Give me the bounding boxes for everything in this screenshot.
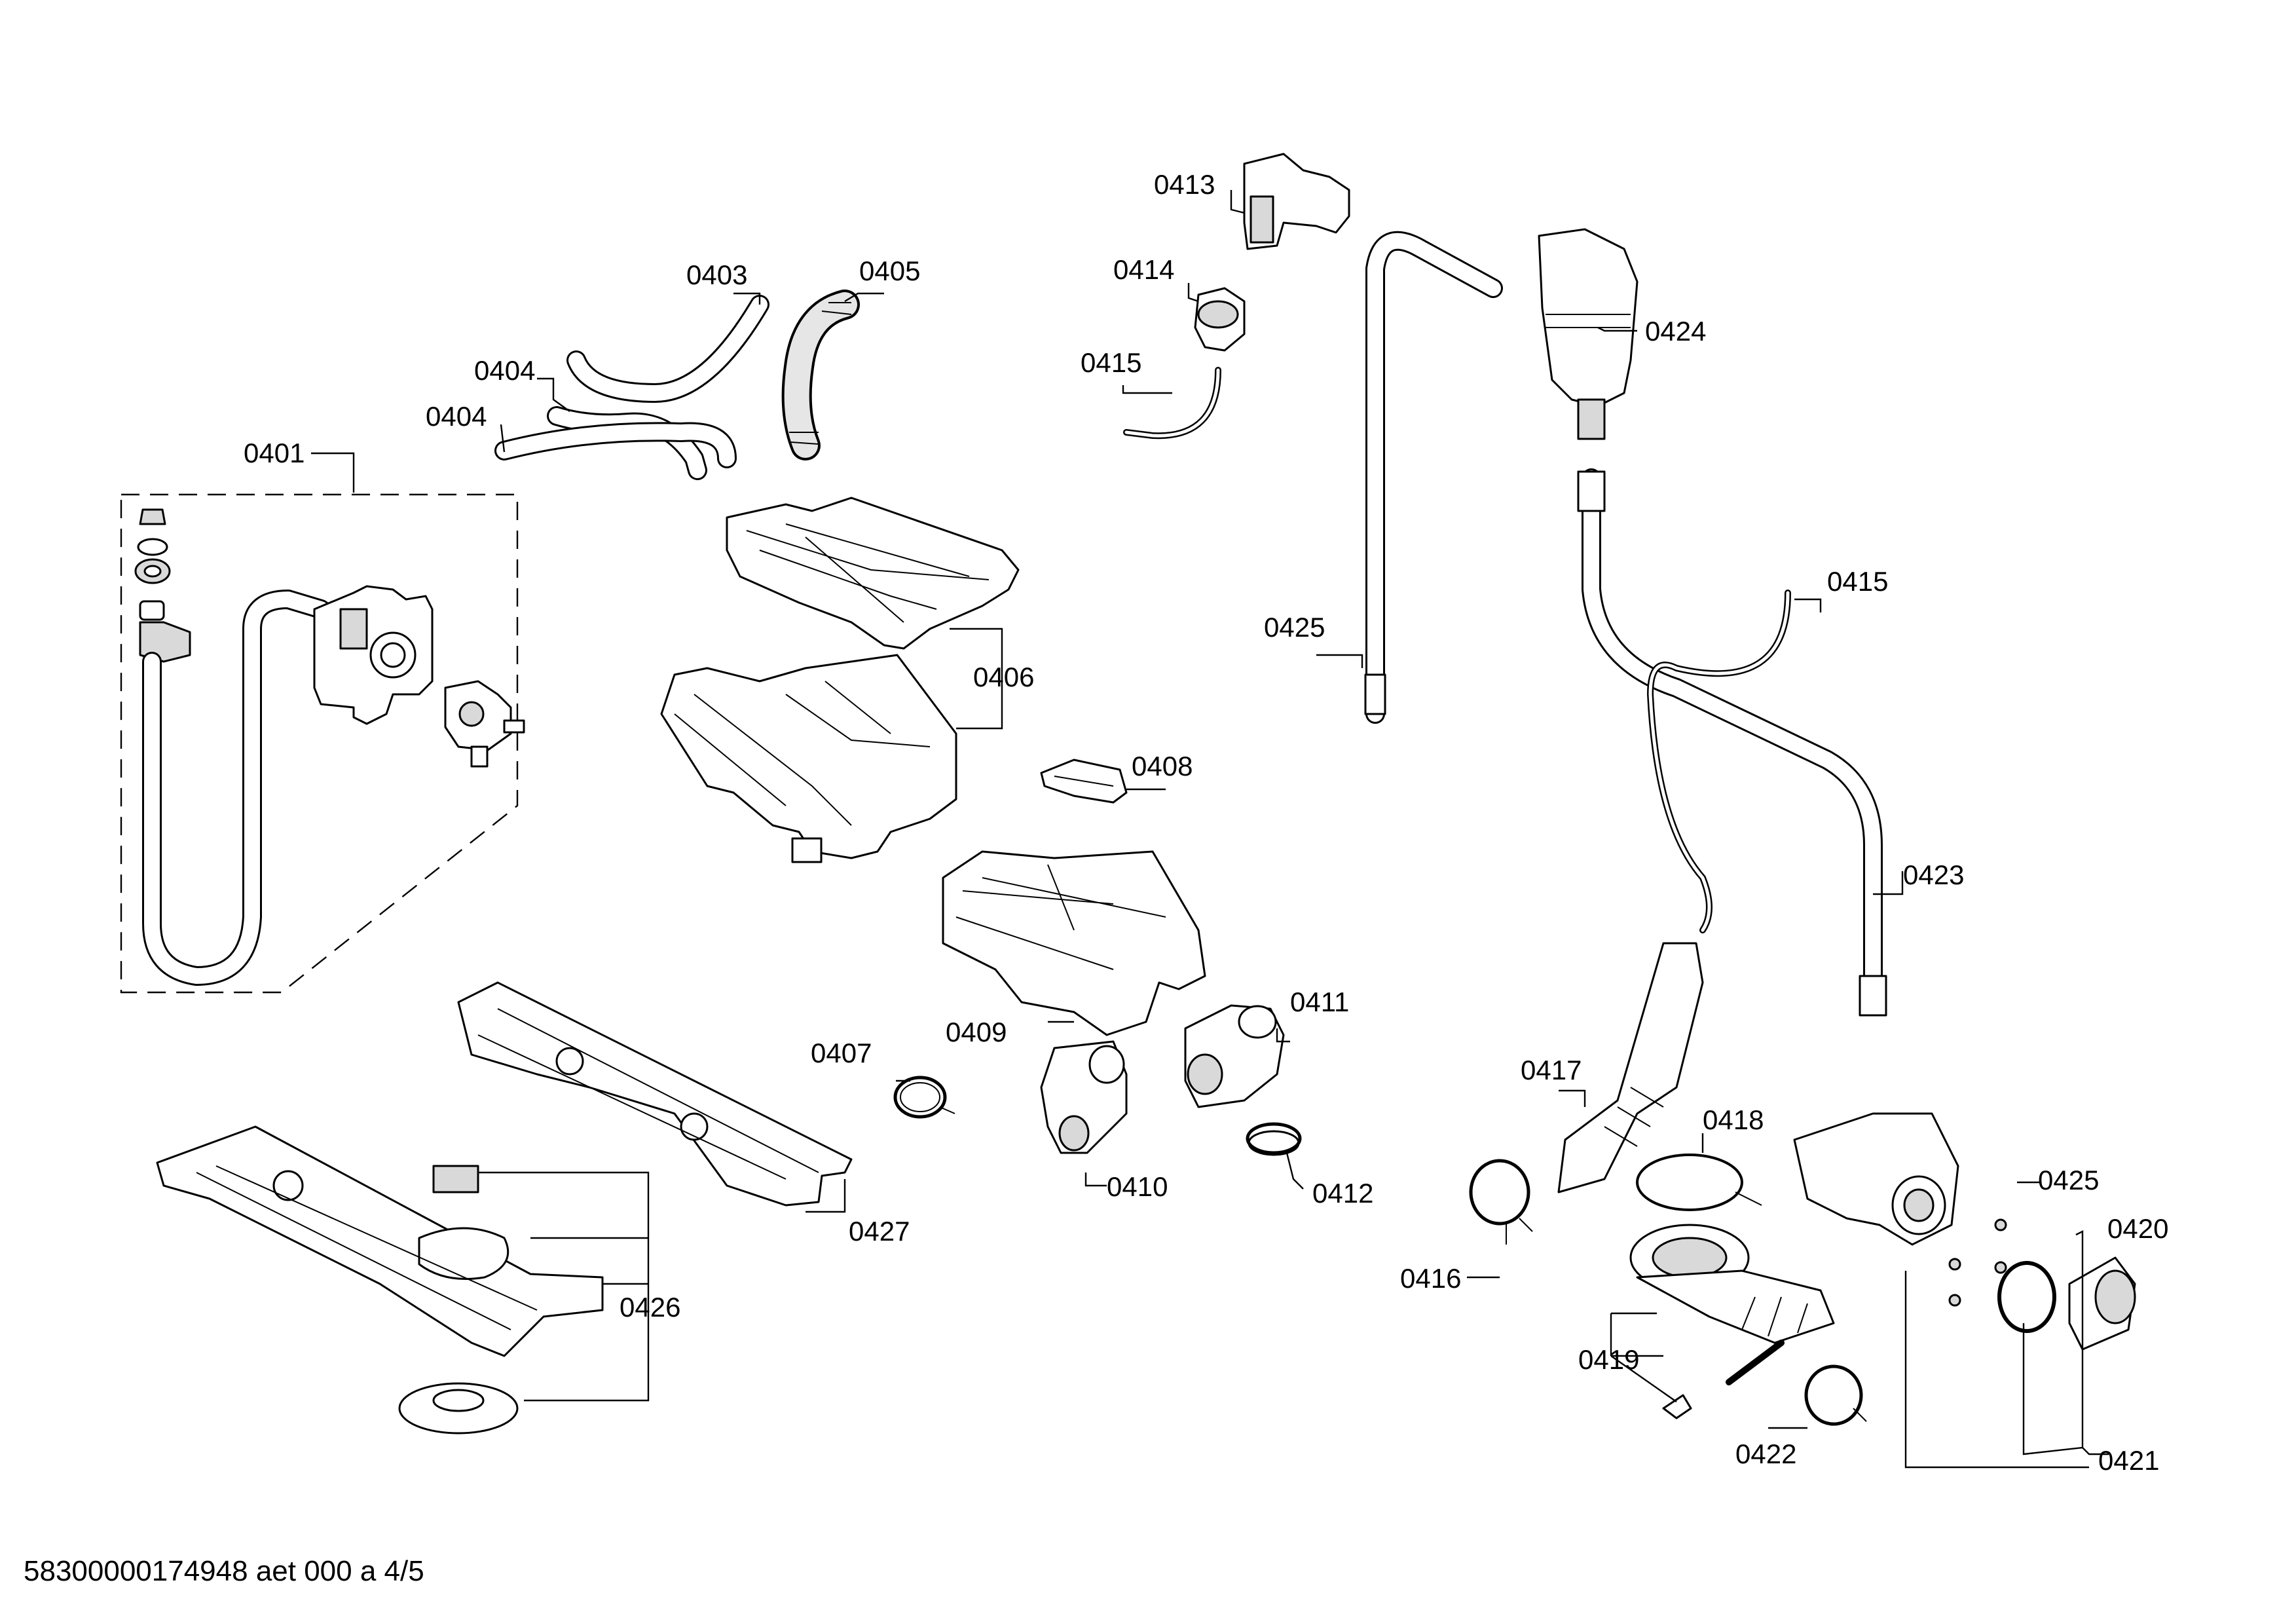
part-0416-clamp [1469,1159,1533,1245]
label-0420: 0420 [2107,1213,2168,1244]
part-0404-hose-lower [494,422,737,468]
part-0406-dispenser-housing [660,497,1020,863]
part-0410-bellows [1040,1040,1128,1154]
label-0425: 0425 [2038,1165,2099,1195]
part-0425-drain-hose [1364,231,1503,724]
label-0414: 0414 [1113,254,1174,285]
part-0420-0421-pump [1793,1112,2136,1351]
part-0424-pump-housing [1538,228,1639,440]
part-0414-air-trap [1194,287,1246,352]
part-0409-dispenser-drawer [942,850,1206,1036]
label-0422: 0422 [1735,1438,1796,1469]
label-0403: 0403 [686,259,747,290]
label-0425: 0425 [1264,612,1325,643]
part-0407-clamp [893,1076,955,1119]
part-0405-hose [781,290,860,460]
part-0401-inlet-hose-valve [120,493,525,994]
part-0411-elbow [1184,1004,1285,1108]
part-0418-seal-ring [1636,1154,1762,1211]
part-0403-hose [566,295,769,403]
part-0415-tube-lower [1646,590,1791,933]
part-0417-drain-bellows [1557,942,1704,1193]
label-0419: 0419 [1578,1344,1639,1375]
label-0421: 0421 [2098,1445,2159,1476]
label-0415: 0415 [1081,347,1141,378]
label-0424: 0424 [1645,316,1706,347]
part-0408-siphon-cap [1040,759,1128,804]
label-0409: 0409 [946,1017,1007,1047]
part-0413-pressure-switch [1243,153,1350,250]
part-0404-hose-upper [547,406,707,480]
label-0416: 0416 [1400,1263,1461,1294]
part-0423-sump-hose [1577,468,1887,1017]
label-0418: 0418 [1703,1104,1764,1135]
label-0427: 0427 [849,1216,910,1247]
part-0419-sump [1629,1224,1835,1419]
label-0404: 0404 [426,401,487,432]
label-0412: 0412 [1312,1178,1373,1209]
label-0411: 0411 [1290,986,1349,1017]
label-0423: 0423 [1903,859,1964,890]
label-0410: 0410 [1107,1171,1168,1202]
label-0417: 0417 [1521,1055,1582,1085]
label-0404: 0404 [474,355,535,386]
part-0412-clamp [1246,1122,1302,1156]
label-0426: 0426 [620,1292,680,1323]
label-0405: 0405 [859,255,920,286]
part-0422-clamp [1804,1364,1867,1426]
leader-lines [311,190,2109,1469]
part-0427-bracket [457,981,853,1207]
part-0415-tube-upper [1123,367,1221,440]
label-0407: 0407 [811,1038,872,1068]
label-0415: 0415 [1827,566,1888,597]
part-0426-base-panel [156,1125,604,1435]
part-labels: 0401 0403 0404 0404 0405 0406 0407 0408 … [244,169,2168,1476]
label-0401: 0401 [244,438,305,468]
document-footer-code: 58300000174948 aet 000 a 4/5 [24,1555,424,1587]
label-0406: 0406 [973,662,1034,692]
label-0408: 0408 [1132,751,1193,781]
label-0413: 0413 [1154,169,1215,200]
